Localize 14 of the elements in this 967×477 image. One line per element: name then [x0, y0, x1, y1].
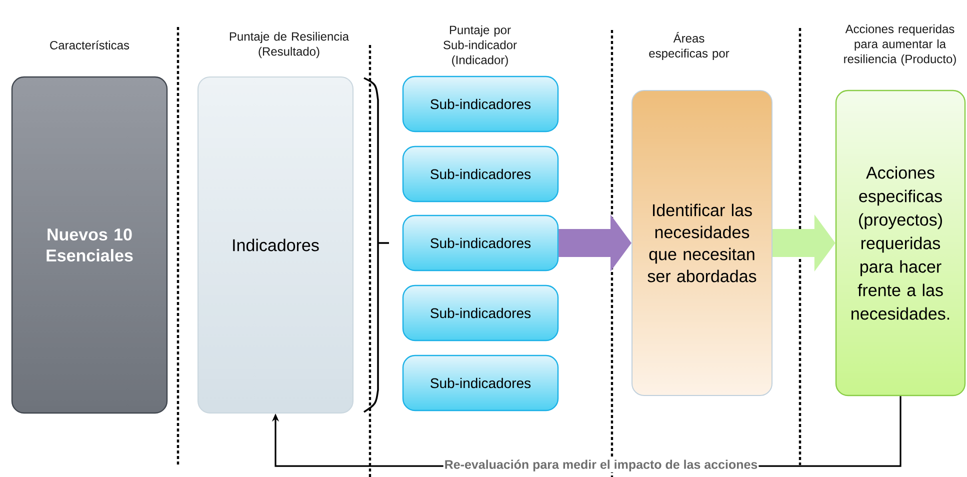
- characteristics-box: Nuevos 10 Esenciales: [11, 76, 168, 414]
- column-heading: Características: [50, 40, 130, 50]
- edge-label: Re-evaluación para medir el impacto de las acciones: [443, 458, 759, 472]
- sub-indicator-box: Sub-indicadores: [402, 284, 559, 342]
- sub-indicator-box: Sub-indicadores: [402, 214, 559, 272]
- column-heading: Acciones requeridas para aumentar la resiliencia (Producto): [844, 24, 956, 66]
- column-heading: Puntaje de Resiliencia (Resultado): [230, 32, 349, 58]
- indicator-box: Indicadores: [198, 76, 354, 414]
- sub-indicator-box: Sub-indicadores: [402, 76, 559, 132]
- sub-indicator-box: Sub-indicadores: [402, 146, 559, 202]
- actions-box: Acciones especificas (proyectos) requeridas para hacer frente a las necesidades.: [835, 90, 966, 396]
- sub-indicator-box: Sub-indicadores: [402, 354, 559, 412]
- column-heading: Áreas especificas por: [649, 32, 730, 60]
- needs-box: Identificar las necesidades que necesitan ser abordadas: [632, 90, 772, 396]
